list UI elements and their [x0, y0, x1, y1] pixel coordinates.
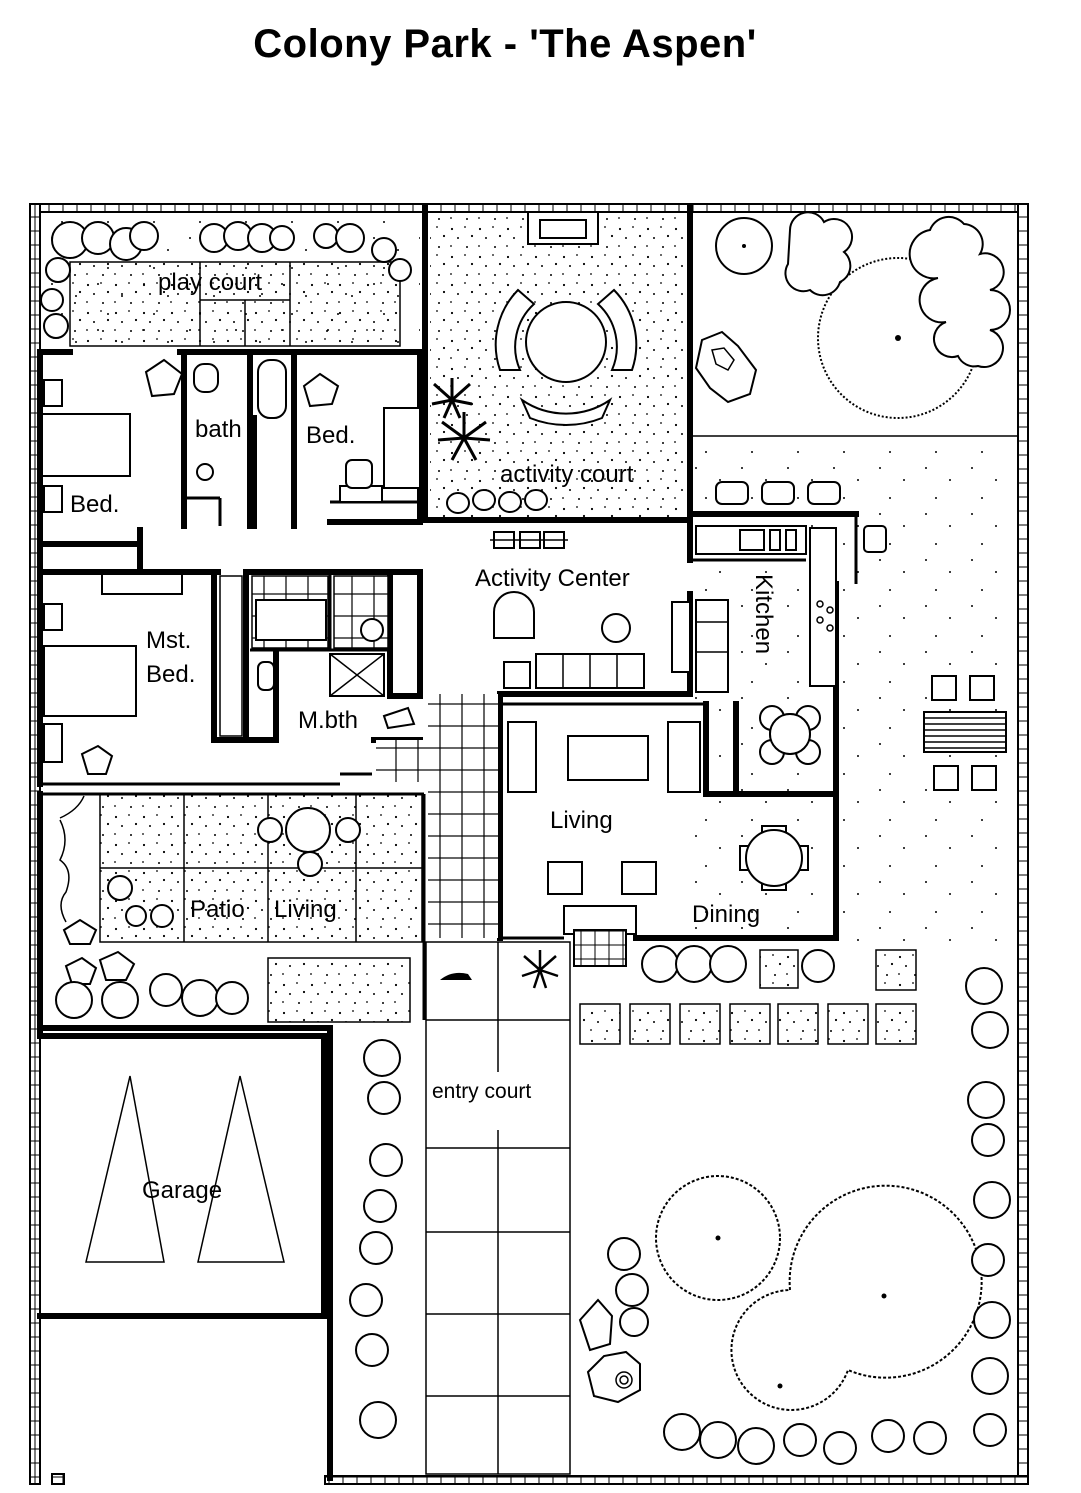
rock-garden-icon [578, 1298, 641, 1404]
dining-table-icon [739, 825, 809, 891]
patio-living [55, 793, 423, 1023]
dining-label: Dining [692, 901, 760, 928]
terrace-right [715, 481, 1007, 791]
stepping-stones [446, 489, 548, 514]
activity-court-label: activity court [500, 461, 634, 488]
master-bath-label: M.bth [298, 707, 358, 734]
property-wall [29, 203, 1029, 1485]
rock-icon [694, 330, 758, 404]
entry-court [327, 941, 571, 1481]
picnic-table-icon [923, 675, 1007, 791]
room-labels: bath Bed. Bed. Activity Center Kitchen M… [70, 416, 777, 1204]
shower-tile-icon [251, 575, 389, 697]
page-title: Colony Park - 'The Aspen' [253, 22, 757, 66]
hall-tiles [376, 694, 498, 938]
master-bedroom-furniture [43, 575, 416, 775]
patio-living-label: Living [274, 896, 337, 923]
plant-icon [521, 950, 559, 989]
palm-plant-icon [431, 378, 491, 461]
bed-left-label: Bed. [70, 491, 119, 518]
bathtub-icon [257, 359, 287, 419]
bedroom-furniture [41, 358, 421, 513]
kitchen-label: Kitchen [750, 574, 777, 654]
activity-court: activity court [422, 205, 693, 523]
round-seating-icon [494, 288, 638, 427]
entry-shrubs [349, 1039, 403, 1439]
fireplace-icon [527, 211, 599, 245]
garden-top-right [690, 211, 1018, 437]
bath-label: bath [195, 416, 242, 443]
garden-shrubs [607, 967, 1011, 1465]
patio-label: Patio [190, 896, 245, 923]
kitchen-furniture [695, 525, 837, 765]
master-bed-label-line1: Mst. [146, 627, 191, 654]
activity-center-label: Activity Center [475, 565, 630, 592]
garage-label: Garage [142, 1177, 222, 1204]
play-court-label: play court [158, 269, 262, 296]
garage [37, 1033, 333, 1319]
living-furniture [507, 721, 809, 967]
fireplace-living-icon [563, 905, 637, 967]
garden-bottom-right [578, 945, 1011, 1465]
entry-court-label: entry court [432, 1080, 531, 1103]
bed-center-label: Bed. [306, 422, 355, 449]
master-bed-label-line2: Bed. [146, 661, 195, 688]
large-tree-icon [655, 1175, 983, 1411]
toilet-icon [193, 363, 219, 393]
living-label: Living [550, 807, 613, 834]
bar-stools-icon [490, 531, 568, 549]
activity-center-furniture [490, 531, 729, 693]
dining-table-small-icon [759, 705, 821, 765]
shrubs-top-left [40, 221, 412, 339]
patio-table-icon [257, 807, 361, 877]
patio-shrubs [55, 795, 249, 1019]
play-court: play court [40, 221, 412, 347]
